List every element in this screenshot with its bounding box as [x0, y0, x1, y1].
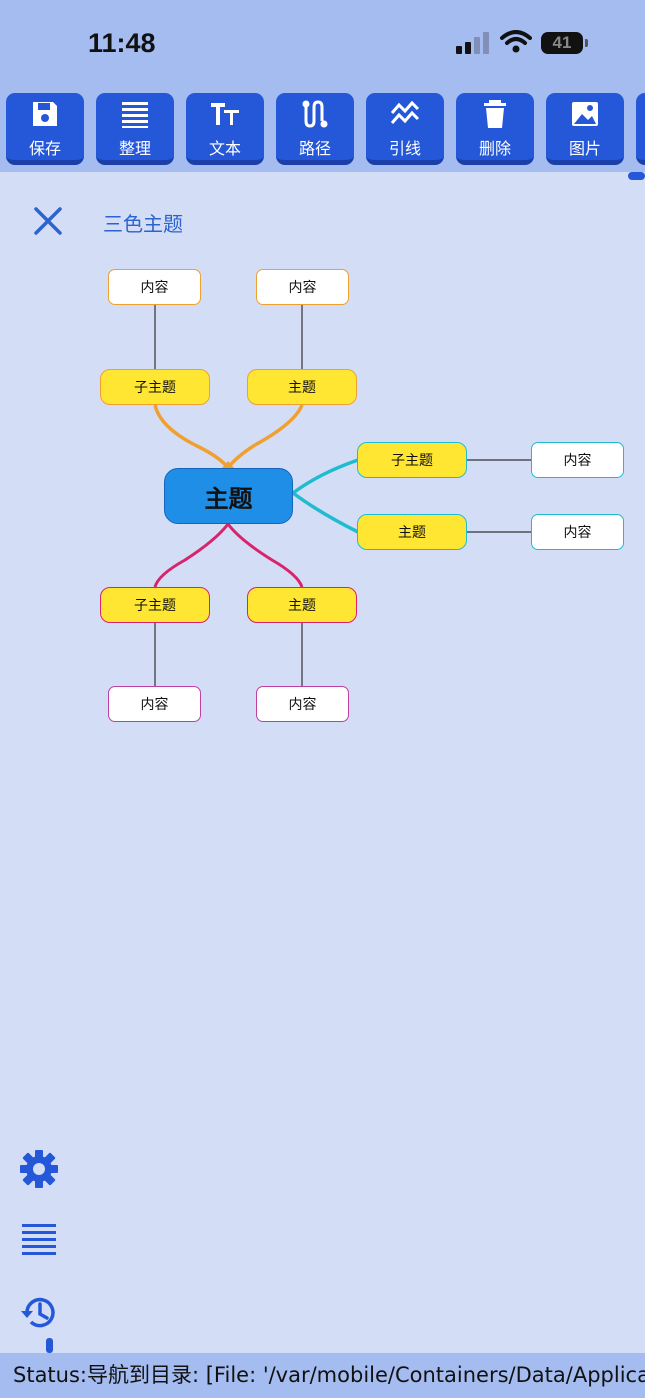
toolbar: 保存 整理 文本 路径: [6, 93, 645, 167]
leader-line-button[interactable]: 引线: [366, 93, 444, 165]
close-icon[interactable]: [32, 205, 64, 237]
content-node-top-left[interactable]: 内容: [108, 269, 201, 305]
top-bar: 11:48 41 保存 整理: [0, 0, 645, 172]
delete-label: 删除: [478, 139, 511, 158]
wifi-icon: [500, 30, 532, 53]
save-label: 保存: [28, 139, 61, 158]
content-node-bottom-left[interactable]: 内容: [108, 686, 201, 722]
save-icon: [33, 102, 57, 126]
path-icon: [302, 100, 328, 128]
gear-icon[interactable]: [18, 1148, 60, 1190]
cellular-signal-icon: [456, 32, 492, 54]
leader-line-icon: [390, 100, 420, 124]
arrange-button[interactable]: 整理: [96, 93, 174, 165]
topic-node-right-upper[interactable]: 子主题: [357, 442, 467, 478]
topic-node-top-left[interactable]: 子主题: [100, 369, 210, 405]
battery-indicator: 41: [541, 32, 583, 54]
text-label: 文本: [208, 139, 241, 158]
path-label: 路径: [298, 139, 331, 158]
content-node-bottom-right[interactable]: 内容: [256, 686, 349, 722]
battery-cap: [585, 39, 588, 47]
leader-line-label: 引线: [388, 139, 421, 158]
image-button[interactable]: 图片: [546, 93, 624, 165]
mindmap-connectors: [153, 305, 531, 687]
image-label: 图片: [568, 139, 601, 158]
topic-node-top-right[interactable]: 主题: [247, 369, 357, 405]
list-icon[interactable]: [18, 1220, 60, 1262]
delete-button[interactable]: 删除: [456, 93, 534, 165]
history-icon[interactable]: [18, 1292, 60, 1334]
topic-node-bottom-left[interactable]: 子主题: [100, 587, 210, 623]
list-icon: [122, 102, 148, 128]
path-button[interactable]: 路径: [276, 93, 354, 165]
text-button[interactable]: 文本: [186, 93, 264, 165]
topic-node-right-lower[interactable]: 主题: [357, 514, 467, 550]
topic-node-bottom-right[interactable]: 主题: [247, 587, 357, 623]
content-node-top-right[interactable]: 内容: [256, 269, 349, 305]
text-icon: [211, 103, 239, 125]
save-button[interactable]: 保存: [6, 93, 84, 165]
sidebar-handle[interactable]: [46, 1338, 53, 1353]
trash-icon: [484, 100, 506, 128]
page-title: 三色主题: [103, 212, 183, 236]
mindmap-canvas[interactable]: 内容 子主题 内容 主题 主题 子主题 内容 主题 内容 子主题 内容 主题 内…: [0, 255, 645, 745]
image-icon: [572, 102, 598, 126]
content-node-right-lower[interactable]: 内容: [531, 514, 624, 550]
content-node-right-upper[interactable]: 内容: [531, 442, 624, 478]
status-time: 11:48: [88, 28, 156, 58]
status-message: Status:导航到目录: [File: '/var/mobile/Contai…: [0, 1353, 645, 1398]
arrange-label: 整理: [118, 139, 151, 158]
toolbar-scroll-indicator[interactable]: [628, 172, 645, 180]
central-topic-node[interactable]: 主题: [164, 468, 293, 524]
more-tool-button[interactable]: [636, 93, 645, 165]
